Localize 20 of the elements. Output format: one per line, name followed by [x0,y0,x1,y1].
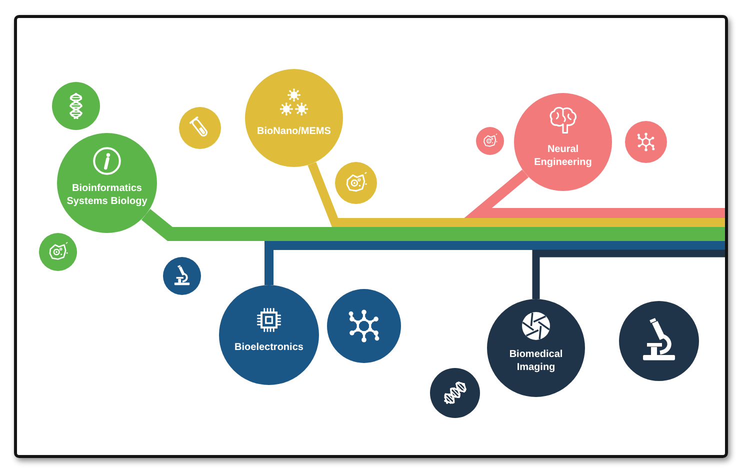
cell-icon [39,233,77,271]
molecule-icon [625,121,667,163]
branch-line [532,250,725,299]
microscope-icon [619,301,699,381]
cell-icon [335,162,377,204]
topic-label: Bioelectronics [234,340,304,354]
topic-label: BioNano/MEMS [257,124,331,138]
topic-label: Bioinformatics Systems Biology [66,182,148,208]
dna-icon [52,82,100,130]
test-tube-icon [179,107,221,149]
branch-line [308,162,725,227]
cell-icon [476,127,504,155]
topic-label: Neural Engineering [533,143,593,169]
microscope-icon [163,257,201,295]
molecule-icon [327,289,401,363]
topic-label: Biomedical Imaging [508,348,564,374]
branch-line [264,241,725,285]
branch-line [464,170,725,218]
dna-icon [430,368,480,418]
branch-line [141,209,725,241]
